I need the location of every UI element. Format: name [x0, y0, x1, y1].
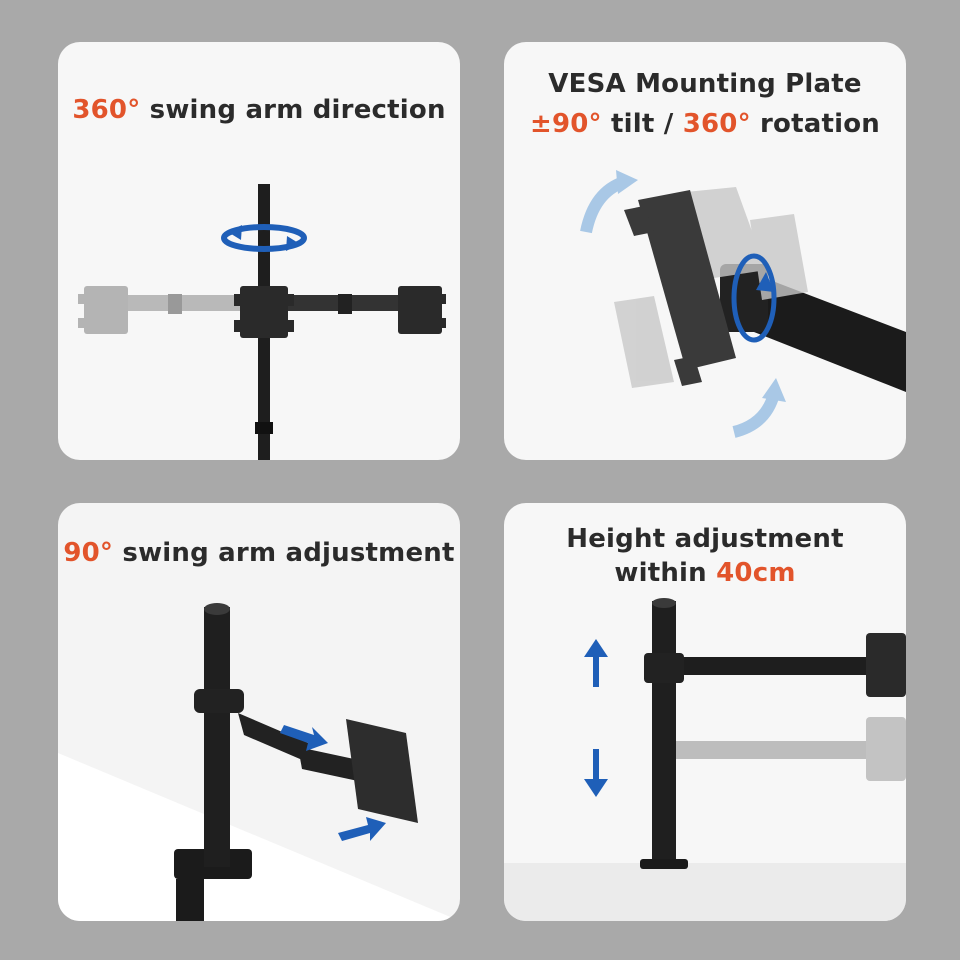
accent-360: 360° — [72, 95, 141, 125]
title-text: swing arm adjustment — [113, 538, 455, 568]
vesa-plate-right — [398, 286, 446, 334]
desk — [504, 863, 906, 921]
pole — [652, 601, 676, 865]
blue-arrow-icon — [280, 725, 328, 751]
accent-tilt: ±90° — [529, 109, 602, 139]
accent-90: 90° — [63, 538, 114, 568]
upper-plate — [866, 633, 906, 697]
base — [640, 859, 688, 869]
panel-height: Height adjustment within 40cm — [504, 503, 906, 921]
main-plate — [638, 190, 736, 370]
pole-collar — [255, 422, 273, 434]
arm — [754, 274, 906, 392]
vesa-plate — [346, 719, 418, 823]
dual-arm-illustration — [78, 184, 446, 460]
up-down-arrow-icon — [584, 639, 608, 797]
rotation-text: rotation — [750, 109, 881, 139]
accent-rotation: 360° — [682, 109, 751, 139]
panel-height-subtitle: within 40cm — [504, 555, 906, 591]
desk — [58, 753, 460, 921]
tilt-text: tilt / — [601, 109, 683, 139]
height-illustration — [504, 598, 906, 921]
tilt-arrow-icon-2 — [732, 392, 780, 438]
joint — [720, 264, 768, 332]
vesa-plate-left — [78, 286, 128, 334]
lower-plate-ghost — [866, 717, 906, 781]
panel-swing-90: 90° swing arm adjustment — [58, 503, 460, 921]
vesa-plate-center — [234, 286, 294, 338]
accent-40cm: 40cm — [716, 558, 796, 588]
vesa-plate-illustration — [580, 170, 906, 438]
pole — [204, 607, 230, 867]
single-arm-illustration — [58, 603, 460, 921]
panel-swing-360-title: 360° swing arm direction — [58, 92, 460, 128]
clamp — [176, 879, 204, 921]
collar — [194, 689, 244, 713]
panel-height-title: Height adjustment — [566, 524, 844, 554]
title-text: swing arm direction — [140, 95, 446, 125]
panel-vesa-title: VESA Mounting Plate — [548, 69, 862, 99]
blue-arrow-icon-2 — [338, 817, 386, 841]
arm-segment-2 — [298, 747, 358, 781]
panel-swing-90-title: 90° swing arm adjustment — [58, 535, 460, 571]
height-text: within — [614, 558, 717, 588]
lower-arm-ghost — [676, 741, 906, 759]
panel-swing-360: 360° swing arm direction — [58, 42, 460, 460]
rotation-arrow-icon — [221, 224, 307, 252]
panel-vesa: VESA Mounting Plate ±90° tilt / 360° rot… — [504, 42, 906, 460]
panel-vesa-subtitle: ±90° tilt / 360° rotation — [504, 106, 906, 142]
arm-segment-1 — [238, 713, 314, 765]
ghost-plates — [614, 187, 808, 388]
rotation-arrow-icon — [731, 253, 777, 343]
upper-arm — [676, 657, 906, 675]
